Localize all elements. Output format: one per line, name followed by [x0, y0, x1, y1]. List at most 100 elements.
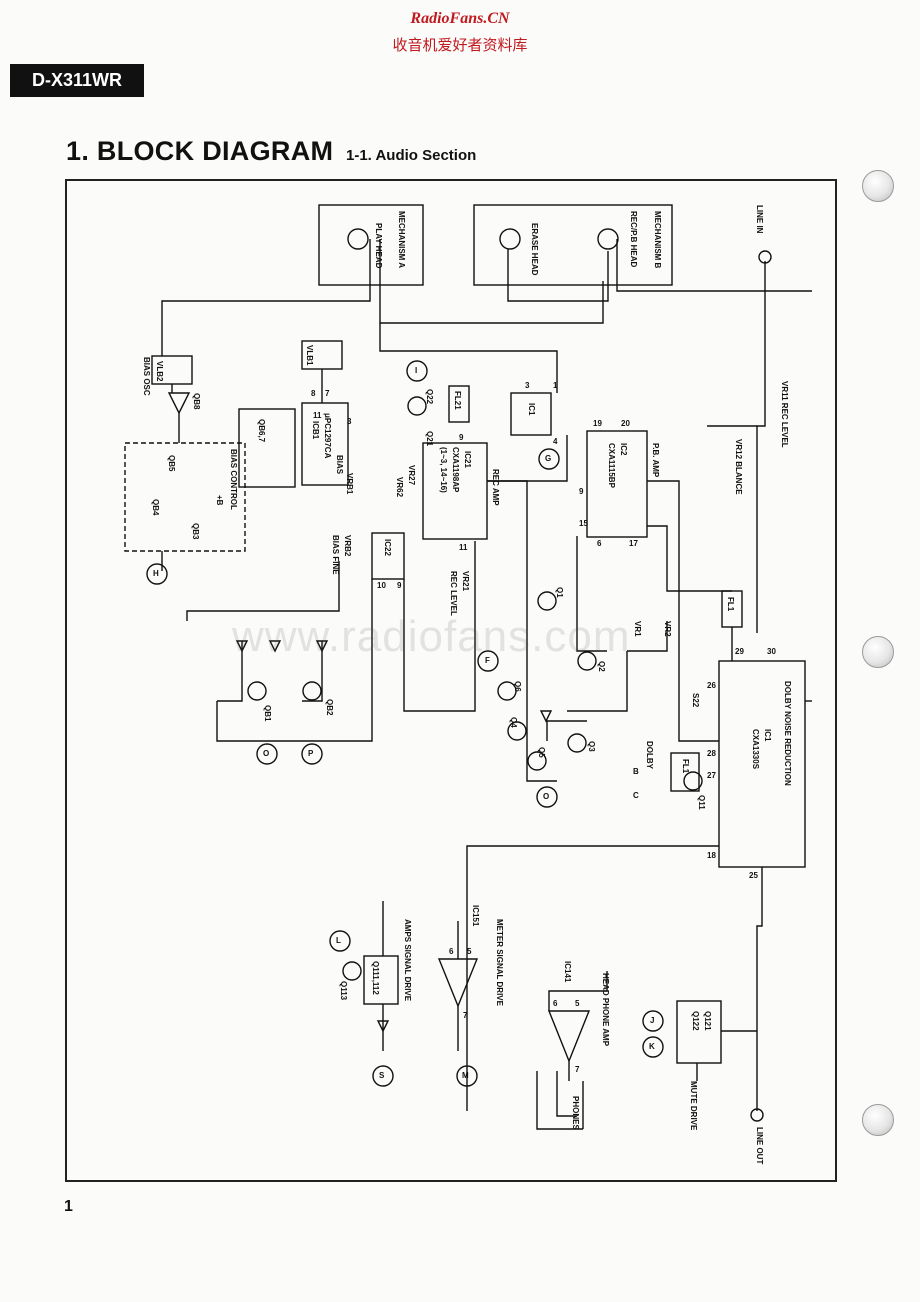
q111-label: Q111,112 — [371, 961, 380, 995]
section-subtitle: 1-1. Audio Section — [346, 147, 477, 164]
pin-label: 1 — [553, 381, 558, 390]
pin-label: 10 — [377, 581, 386, 590]
pb-amp-label: P.B. AMP — [651, 443, 660, 478]
pin-label: 25 — [749, 871, 758, 880]
connector-g — [538, 448, 560, 470]
pin-label: 18 — [707, 851, 716, 860]
connector-o-label: O — [263, 749, 270, 758]
vr1-label: VR1 — [633, 621, 642, 637]
dolby-ic-label: IC1 — [763, 729, 772, 742]
connector-g-label: G — [545, 454, 552, 463]
connector-m — [456, 1065, 478, 1087]
fl1-label: FL1 — [726, 597, 735, 612]
qb8-amp — [167, 392, 191, 415]
pin-label: 9 — [397, 581, 402, 590]
head-phone-amp-label: HEAD PHONE AMP — [601, 973, 610, 1047]
q113-label: Q113 — [339, 981, 348, 1001]
pin-label: 5 — [467, 947, 472, 956]
ic1-label: IC1 — [527, 403, 536, 416]
qb67-label: QB6,7 — [257, 419, 266, 443]
connector-j-label: J — [650, 1016, 655, 1025]
vr2-label: VR2 — [663, 621, 672, 637]
watermark-subtitle: 收音机爱好者资料库 — [392, 36, 528, 54]
connector-l — [329, 930, 351, 952]
connector-k — [642, 1036, 664, 1058]
binder-hole — [862, 636, 894, 668]
connector-l-label: L — [336, 936, 341, 945]
qb4-label: QB4 — [151, 499, 160, 516]
pin-label: 5 — [575, 999, 580, 1008]
q5-transistor — [527, 751, 547, 771]
q5-label: Q5 — [537, 747, 546, 758]
vlb2-label: VLB2 — [155, 361, 164, 382]
q122-label: Q122 — [691, 1011, 700, 1031]
qb1-transistor — [247, 681, 267, 701]
line-out-jack — [750, 1108, 764, 1122]
vlb1-label: VLB1 — [305, 345, 314, 366]
erase-head-label: ERASE HEAD — [530, 223, 539, 276]
q1-label: Q1 — [555, 587, 564, 598]
connector-f — [477, 650, 499, 672]
q113-transistor — [342, 961, 362, 981]
pin-label: 30 — [767, 647, 776, 656]
meter-drive-label: METER SIGNAL DRIVE — [495, 919, 504, 1006]
page-number: 1 — [64, 1198, 73, 1215]
bias-fine-label: BIAS FINE — [331, 535, 340, 575]
mechanism-a-label: MECHANISM A — [397, 211, 406, 269]
connector-f-label: F — [485, 656, 490, 665]
pin-label: 19 — [593, 419, 602, 428]
pin-label: 3 — [347, 417, 352, 426]
q4-transistor — [507, 721, 527, 741]
ic151-label: IC151 — [471, 905, 480, 927]
rec-amp-label: REC AMP — [491, 469, 500, 506]
connector-i-label: I — [415, 366, 418, 375]
binder-hole — [862, 170, 894, 202]
icb1-box — [301, 402, 349, 486]
dolby-b-label: B — [633, 767, 639, 776]
mechanism-a-box — [318, 204, 424, 286]
pin-label: 17 — [629, 539, 638, 548]
dolby-part-label: CXA1330S — [751, 729, 760, 770]
plus-b-label: +B — [215, 495, 224, 506]
q2-label: Q2 — [597, 661, 606, 672]
model-badge: D-X311WR — [10, 64, 144, 97]
pin-label: 4 — [553, 437, 558, 446]
pin-label: 6 — [553, 999, 558, 1008]
q22-label: Q22 — [425, 389, 434, 405]
pin-label: 11 — [459, 543, 468, 552]
fl21-box — [448, 385, 470, 423]
bias-label: BIAS — [335, 455, 344, 475]
watermark-site: RadioFans.CN — [410, 10, 510, 27]
erase-head-symbol — [499, 228, 521, 250]
mechanism-b-box — [473, 204, 673, 286]
vr21-label: VR21 — [461, 571, 470, 592]
fl21-label: FL21 — [453, 391, 462, 410]
amps-drive-label: AMPS SIGNAL DRIVE — [403, 919, 412, 1002]
line-in-jack — [758, 250, 772, 264]
ic1-box — [510, 392, 552, 436]
connector-s-label: S — [379, 1071, 385, 1080]
vr27-label: VR27 — [407, 465, 416, 486]
q11-label: Q11 — [697, 795, 706, 810]
vr62-label: VR62 — [395, 477, 404, 498]
vrb2-label: VRB2 — [343, 535, 352, 557]
connector-o2-label: O — [543, 792, 550, 801]
icb1-part-label: μPC1297CA — [323, 413, 332, 459]
connector-j — [642, 1010, 664, 1032]
fl1b-box — [670, 752, 700, 792]
block-diagram-canvas — [124, 204, 812, 1130]
connector-k-label: K — [649, 1042, 655, 1051]
q111-box — [363, 955, 399, 1005]
bias-control-box — [124, 442, 246, 552]
binder-hole — [862, 1104, 894, 1136]
rec-level-label: REC LEVEL — [449, 571, 458, 616]
qb5-label: QB5 — [167, 455, 176, 472]
q1-transistor — [537, 591, 557, 611]
connector-p-label: P — [308, 749, 314, 758]
blance-vr-label: VR12 BLANCE — [734, 439, 743, 495]
q3-label: Q3 — [587, 741, 596, 752]
q121-label: Q121 — [703, 1011, 712, 1031]
pin-label: 15 — [579, 519, 588, 528]
recpb-head-label: REC/P.B HEAD — [629, 211, 638, 268]
qb1-label: QB1 — [263, 705, 272, 722]
